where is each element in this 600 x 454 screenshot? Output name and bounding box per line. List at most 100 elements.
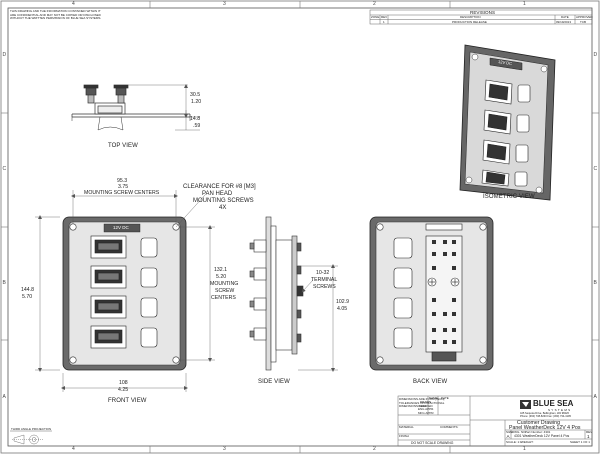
back-view-label: BACK VIEW (413, 379, 448, 385)
tb-projection: THIRD ANGLE PROJECTION (11, 427, 52, 431)
rev-header-description: DESCRIPTION (460, 15, 481, 19)
rev-row-description: PRODUCTION RELEASE (452, 19, 487, 24)
dim-height-in: 5.70 (22, 294, 33, 300)
zone-right-b: B (593, 280, 597, 286)
dim-vspan-l3: CENTERS (211, 295, 236, 301)
rev-header-rev: REV (381, 15, 388, 19)
zone-top-4: 4 (72, 1, 75, 7)
zone-right-d: D (593, 52, 598, 58)
tb-dwg-header: DWG. NO. (512, 430, 527, 434)
side-view-drawing (249, 216, 304, 371)
dim-width-in: 4.25 (118, 387, 129, 393)
zone-right-a: A (593, 394, 597, 400)
dim-vspan-l1: MOUNTING (210, 281, 239, 287)
tb-part-number: Part Number: 4301 (525, 429, 551, 434)
zone-top-1: 1 (523, 1, 526, 7)
tb-checked: CHECKED (418, 403, 433, 408)
clearance-line-3: MOUNTING SCREWS (193, 198, 254, 204)
tb-rev-header: REV (586, 430, 593, 434)
front-view-label: FRONT VIEW (108, 398, 147, 404)
dim-screw-span-label: MOUNTING SCREW CENTERS (84, 190, 160, 196)
rev-row-date: 09/19/2013 (556, 19, 572, 24)
dim-vspan-mm: 132.1 (214, 267, 227, 273)
top-view-drawing (71, 84, 191, 131)
zone-right-c: C (593, 166, 598, 172)
zone-left-c: C (2, 166, 7, 172)
tb-company-name: BLUE SEA (533, 399, 574, 408)
dim-top-h1-in: 1.20 (191, 99, 202, 105)
isometric-view-label: ISOMETRIC VIEW (483, 194, 535, 200)
dim-width-mm: 108 (119, 380, 128, 386)
zone-bottom-4: 4 (72, 446, 75, 452)
zone-bottom-3: 3 (223, 446, 226, 452)
notice-line-1: THIS DRAWING AND THE INFORMATION CONTAIN… (10, 9, 101, 13)
top-view-dims (128, 84, 200, 131)
dim-top-h2-in: .59 (193, 123, 201, 129)
tb-title-1: Customer Drawing (517, 419, 560, 426)
zone-left-a: A (2, 394, 6, 400)
dim-screw-span-in: 3.75 (118, 184, 129, 190)
zone-left-b: B (2, 280, 6, 286)
rev-row-rev: 1 (383, 19, 385, 24)
tb-company-sub: SYSTEMS (548, 407, 572, 412)
side-view-label: SIDE VIEW (258, 379, 290, 385)
zone-top-2: 2 (373, 1, 376, 7)
rev-header-zone: ZONE (371, 15, 380, 19)
tb-do-not-scale: DO NOT SCALE DRAWING (411, 441, 454, 445)
clearance-line-2: PAN HEAD (202, 191, 233, 197)
dim-vspan-in: 5.20 (216, 274, 227, 280)
dim-screw-span-mm: 95.3 (117, 178, 128, 184)
front-view-dims (35, 190, 215, 392)
tb-dims-note-2: TOLERANCES ON FRACTIONAL (399, 400, 445, 405)
clearance-line-1: CLEARANCE FOR #8 [M3] (183, 184, 256, 190)
terminal-line-3: SCREWS (313, 284, 336, 290)
dim-top-h1-mm: 30.5 (190, 92, 201, 98)
tb-scale: SCALE: 1:1 (506, 440, 522, 444)
rev-row-approved: TCB (580, 19, 586, 24)
tb-sheet: SHEET 1 OF 1 (570, 440, 590, 444)
tb-finish: FINISH (399, 434, 409, 438)
tb-address-2: Phone: (360) 738-8230 Fax: (360) 734-419… (520, 414, 571, 418)
dim-depth-mm: 102.9 (336, 299, 349, 305)
clearance-line-4: 4X (219, 205, 227, 211)
tb-size-header: SIZE (506, 430, 513, 434)
zone-bottom-1: 1 (523, 446, 526, 452)
tb-name-header: NAME (429, 396, 438, 400)
dim-vspan-l2: SCREW (215, 288, 235, 294)
terminal-line-2: TERMINAL (311, 277, 338, 283)
tb-dims-note-3: DIMENSIONS ±1/64 (399, 404, 427, 408)
tb-mfg-appr: MFG APPR. (418, 410, 435, 415)
top-view-label: TOP VIEW (108, 143, 138, 149)
isometric-panel (459, 44, 556, 201)
third-angle-projection-icon (12, 434, 44, 445)
tb-date-header: DATE (441, 396, 449, 400)
side-view-dims (298, 264, 338, 372)
revisions-title: REVISIONS (470, 9, 496, 15)
notice-line-2: ARE CONFIDENTIAL AND MAY NOT BE COPIED O… (10, 12, 101, 17)
back-view-panel (369, 216, 494, 371)
front-view-panel (62, 216, 187, 371)
blue-sea-logo-icon (520, 400, 531, 409)
rev-header-approved: APPROVED (576, 15, 593, 19)
tb-comments: COMMENTS: (440, 425, 459, 429)
title-block-grid (10, 395, 593, 447)
tb-title-2: Panel WeatherDeck 12V 4 Pos (509, 424, 581, 431)
zone-bottom-2: 2 (373, 446, 376, 452)
tb-rev-value: 1 (587, 433, 590, 439)
zone-left-d: D (2, 52, 7, 58)
tb-size-value: A (506, 433, 510, 439)
tb-eng-appr: ENG APPR. (418, 407, 435, 411)
tb-weight: WEIGHT: (521, 440, 534, 444)
tb-dwg-value: 4301 WeatherDeck 12V Panel 4 Pos (514, 434, 570, 438)
tb-address-1: 425 Sequoia Drive, Bellingham, WA 98226 (520, 411, 569, 415)
dim-height-mm: 144.8 (21, 287, 34, 293)
dim-depth-in: 4.05 (337, 306, 348, 312)
dim-top-h2-mm: 14.8 (190, 116, 201, 122)
notice-line-3: WITHOUT THE WRITTEN PERMISSION OF BLUE S… (10, 16, 102, 20)
zone-top-3: 3 (223, 1, 226, 7)
tb-dims-note-1: DIMENSIONS ARE IN MM [INCH] (399, 397, 445, 401)
revisions-table (369, 9, 593, 25)
front-panel-label: 12V DC (113, 225, 129, 230)
